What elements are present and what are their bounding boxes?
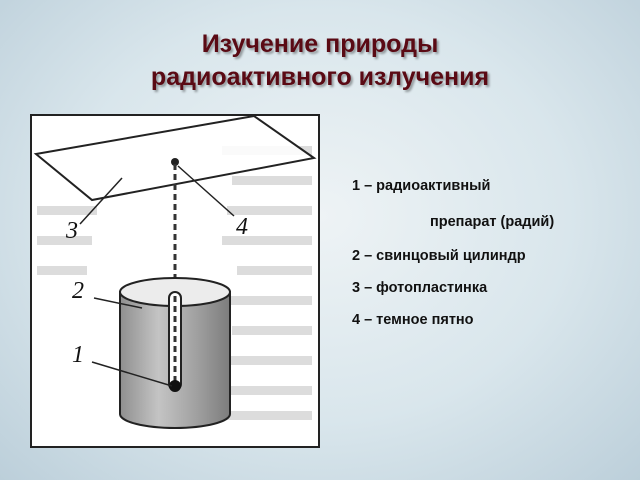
label-2: 2 (72, 278, 84, 304)
title-line-1: Изучение природы (201, 30, 439, 58)
legend-item-4: 4 – темное пятно (352, 312, 474, 328)
label-1: 1 (72, 342, 84, 368)
figure-frame: 1 2 3 4 (30, 114, 320, 448)
title-line-2: радиоактивного излучения (150, 63, 490, 91)
dark-spot (171, 158, 179, 166)
background-text-lines (37, 146, 312, 420)
leader-line-4 (177, 165, 235, 217)
experiment-diagram: 1 2 3 4 (33, 116, 317, 429)
label-3: 3 (65, 218, 78, 244)
radium-source (169, 380, 181, 392)
leader-line-1 (91, 361, 173, 387)
legend-item-1-line-2: препарат (радий) (430, 214, 555, 230)
slide-title: Изучение природы радиоактивного излучени… (0, 28, 640, 94)
legend-item-1-line-1: 1 – радиоактивный (352, 178, 491, 194)
legend-item-2: 2 – свинцовый цилиндр (352, 248, 526, 264)
leader-line-3 (79, 177, 123, 225)
legend-item-3: 3 – фотопластинка (352, 280, 488, 296)
label-4: 4 (236, 214, 248, 240)
leader-line-2 (93, 297, 143, 309)
